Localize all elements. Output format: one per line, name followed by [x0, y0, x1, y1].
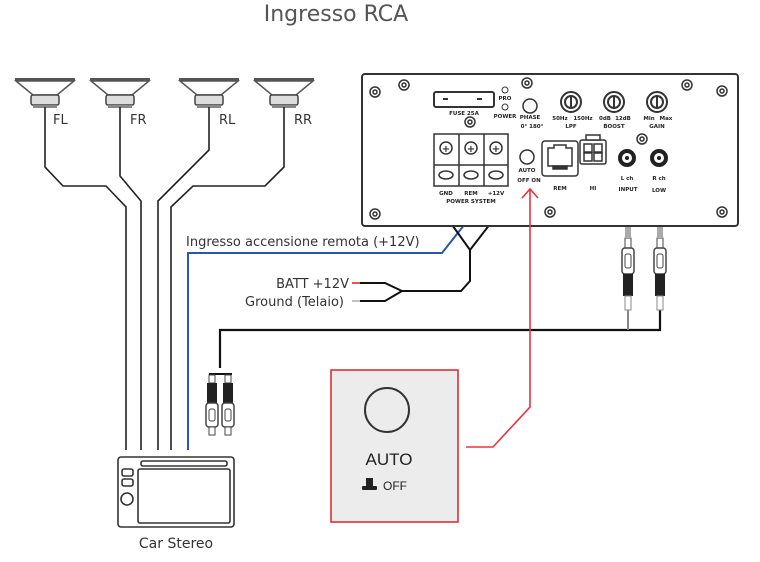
terminal-label: REM	[464, 191, 477, 197]
knob-label: GAIN	[649, 124, 665, 130]
push-button-icon	[362, 478, 377, 490]
svg-text:+: +	[442, 144, 450, 155]
speaker-label: RL	[219, 113, 236, 128]
rca-jack-left[interactable]	[618, 149, 636, 167]
auto-options: OFF ON	[517, 178, 541, 184]
low-label: LOW	[652, 188, 666, 194]
amplifier-panel: FUSE 25A PRO POWER PHASE 0° 180° AUTO OF…	[361, 73, 739, 227]
speaker-label: RR	[294, 113, 312, 128]
knob-gain[interactable]	[646, 91, 668, 113]
led-power-icon	[501, 103, 509, 111]
auto-button-icon	[364, 387, 410, 433]
speaker-icon	[13, 78, 77, 108]
speaker-icon	[177, 78, 241, 108]
rca-jack-right[interactable]	[650, 149, 668, 167]
auto-callout: AUTO OFF	[330, 369, 459, 523]
speaker-rr: RR	[252, 78, 316, 128]
callout-label: AUTO	[366, 450, 413, 469]
rem-port[interactable]	[541, 140, 579, 177]
svg-text:0dB: 0dB	[599, 116, 611, 122]
terminal-label: +12V	[488, 191, 505, 197]
knob-boost[interactable]	[603, 91, 625, 113]
led-label: PRO	[499, 96, 512, 102]
diagram-title: Ingresso RCA	[263, 2, 409, 27]
hi-port-label: HI	[590, 186, 597, 192]
speaker-icon	[88, 78, 152, 108]
car-stereo	[117, 456, 235, 528]
fuse-icon	[433, 91, 495, 108]
auto-pointer	[466, 187, 539, 448]
svg-text:Max: Max	[660, 116, 673, 122]
rca-jack-label: L ch	[621, 176, 634, 182]
auto-label: AUTO	[519, 168, 536, 174]
power-terminal-block	[433, 133, 509, 187]
svg-text:Min: Min	[643, 116, 654, 122]
hi-port[interactable]	[579, 134, 607, 165]
knob-label: LPF	[565, 124, 577, 130]
speaker-label: FR	[130, 113, 147, 128]
rca-cable	[218, 310, 662, 368]
rca-plug-amp-right	[653, 237, 667, 311]
svg-text:+: +	[492, 144, 500, 155]
speaker-fr: FR	[88, 78, 152, 128]
speaker-rl: RL	[177, 78, 241, 128]
speaker-icon	[252, 78, 316, 108]
phase-switch[interactable]	[522, 98, 538, 114]
knob-lpf[interactable]	[560, 91, 582, 113]
svg-text:12dB: 12dB	[615, 116, 631, 122]
car-stereo-label: Car Stereo	[139, 536, 213, 552]
terminal-label: GND	[439, 191, 453, 197]
knob-label: BOOST	[603, 124, 625, 130]
speaker-fl: FL	[13, 78, 77, 128]
led-label: POWER	[494, 114, 518, 120]
auto-switch[interactable]	[519, 149, 535, 165]
phase-label: PHASE	[520, 115, 541, 121]
rca-plug-stereo-left	[205, 374, 219, 436]
fuse-label: FUSE 25A	[449, 111, 480, 117]
input-label: INPUT	[619, 187, 638, 193]
rca-plug-amp-left	[621, 237, 635, 311]
led-pro-icon	[501, 86, 509, 94]
batt-label: BATT +12V	[276, 277, 349, 292]
rem-port-label: REM	[553, 186, 566, 192]
rca-plug-stereo-right	[221, 374, 235, 436]
svg-text:+: +	[467, 144, 475, 155]
svg-text:150Hz: 150Hz	[573, 116, 592, 122]
speaker-label: FL	[53, 113, 68, 128]
rca-jack-label: R ch	[652, 176, 665, 182]
phase-options: 0° 180°	[521, 124, 544, 130]
ground-label: Ground (Telaio)	[245, 295, 344, 310]
callout-sub-label: OFF	[383, 479, 407, 493]
speaker-wires	[44, 107, 285, 450]
svg-text:50Hz: 50Hz	[552, 116, 567, 122]
screw-icon	[369, 77, 728, 220]
power-system-label: POWER SYSTEM	[446, 199, 496, 205]
remote-label: Ingresso accensione remota (+12V)	[186, 235, 420, 250]
